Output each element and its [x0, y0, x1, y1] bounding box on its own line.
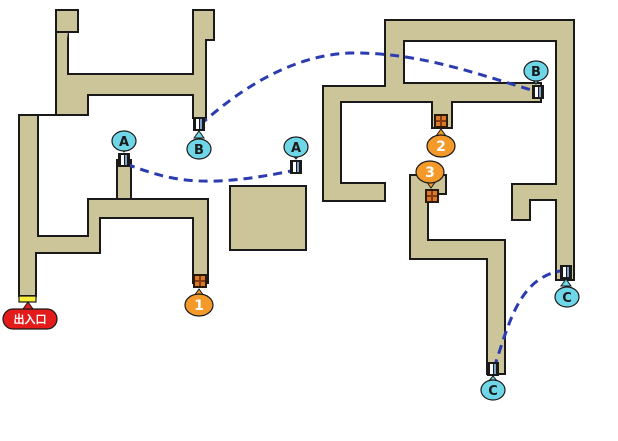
chest-number: 2 — [436, 139, 446, 155]
warp-c-right-icon[interactable] — [560, 265, 572, 279]
chest-bubble-3: 3 — [415, 160, 445, 189]
warp-label: B — [531, 65, 541, 80]
warp-label: B — [194, 143, 204, 158]
exit-label: 出入口 — [14, 312, 47, 326]
warp-bubble-c-right: C — [554, 278, 580, 308]
warp-label: C — [488, 384, 498, 399]
route-c — [492, 268, 567, 369]
warp-b-left-icon[interactable] — [193, 117, 205, 131]
warp-bubble-b-left: B — [186, 130, 212, 160]
left-corridor-main — [18, 9, 215, 297]
warp-bubble-a-left: A — [111, 130, 137, 153]
chest-1-icon[interactable] — [193, 274, 207, 288]
warp-c-bottom-icon[interactable] — [487, 362, 499, 376]
exit-marker — [18, 295, 37, 303]
left-room-block — [229, 185, 307, 251]
warp-bubble-c-bottom: C — [480, 375, 506, 401]
warp-routes — [125, 51, 567, 369]
chest-3-icon[interactable] — [425, 189, 439, 203]
warp-label: C — [562, 291, 572, 306]
route-b — [198, 51, 539, 127]
chest-2-icon[interactable] — [434, 114, 448, 128]
warp-label: A — [291, 141, 301, 156]
warp-bubble-a-right: A — [283, 136, 309, 160]
left-building — [18, 9, 307, 297]
chest-bubble-2: 2 — [426, 128, 456, 158]
warp-a-right-icon[interactable] — [290, 160, 302, 174]
route-a — [125, 162, 297, 183]
warp-bubble-b-right: B — [523, 60, 549, 85]
warp-a-left-icon[interactable] — [118, 153, 130, 167]
chest-number: 1 — [194, 298, 204, 314]
exit-badge — [2, 308, 58, 330]
chest-bubble-1: 1 — [184, 288, 214, 317]
left-upper-connector — [55, 31, 68, 115]
entrance[interactable]: 出入口 — [2, 295, 58, 330]
warp-label: A — [119, 135, 129, 150]
chest-number: 3 — [425, 165, 435, 181]
right-lower-corridor — [409, 174, 506, 375]
warp-b-right-icon[interactable] — [532, 85, 544, 99]
